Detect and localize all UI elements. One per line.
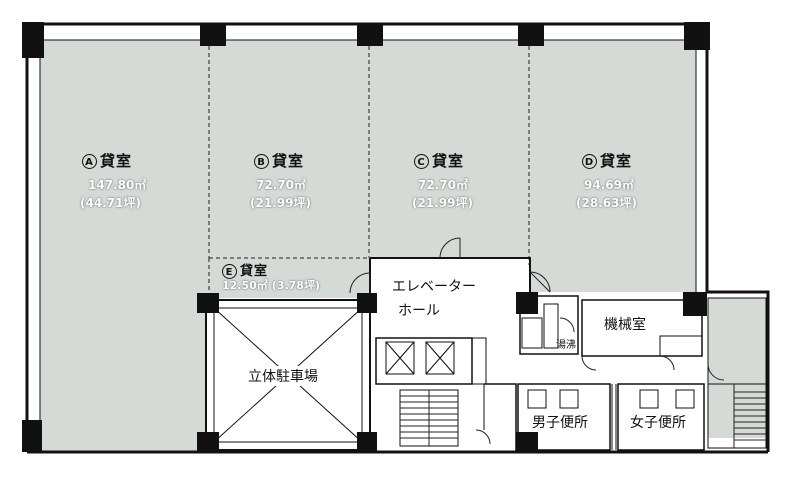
mens-toilet-label: 男子便所 bbox=[532, 412, 588, 432]
room-a-mark: A bbox=[82, 154, 97, 169]
room-d-tsubo: (28.63坪) bbox=[576, 196, 637, 210]
room-c-tsubo: (21.99坪) bbox=[412, 196, 473, 210]
room-c-area: 72.70㎡ bbox=[418, 178, 468, 192]
room-e-area-value: 12.50㎡ bbox=[222, 279, 268, 292]
room-a-tsubo: (44.71坪) bbox=[80, 196, 141, 210]
parking-label: 立体駐車場 bbox=[246, 366, 320, 386]
room-e-tsubo: (3.78坪) bbox=[271, 279, 320, 292]
room-b-mark: B bbox=[254, 154, 269, 169]
elevator-hall-label-line2: ホール bbox=[398, 303, 440, 319]
room-d-name: 貸室 bbox=[600, 152, 633, 170]
room-e-area: 12.50㎡(3.78坪) bbox=[222, 277, 320, 293]
rentable-floor-tint bbox=[40, 40, 766, 452]
womens-toilet-label: 女子便所 bbox=[630, 412, 686, 432]
room-division-lines bbox=[208, 46, 530, 293]
room-e-name: 貸室 bbox=[240, 264, 269, 279]
room-e-mark: E bbox=[222, 264, 237, 279]
elevator-hall-label-line1: エレベーター bbox=[392, 279, 476, 295]
kitchenette-label: 湯沸 bbox=[556, 340, 576, 351]
room-b-name: 貸室 bbox=[272, 152, 305, 170]
stair-treads bbox=[400, 384, 766, 448]
room-d-area: 94.69㎡ bbox=[584, 178, 634, 192]
room-c-name: 貸室 bbox=[432, 152, 465, 170]
outer-walls bbox=[25, 22, 770, 454]
machine-room-label: 機械室 bbox=[604, 317, 646, 333]
room-c-mark: C bbox=[414, 154, 429, 169]
room-a-area: 147.80㎡ bbox=[88, 178, 147, 192]
room-b-tsubo: (21.99坪) bbox=[250, 196, 311, 210]
room-b-area: 72.70㎡ bbox=[256, 178, 306, 192]
room-d-mark: D bbox=[582, 154, 597, 169]
room-a-name: 貸室 bbox=[100, 152, 133, 170]
door-swings bbox=[349, 237, 725, 445]
